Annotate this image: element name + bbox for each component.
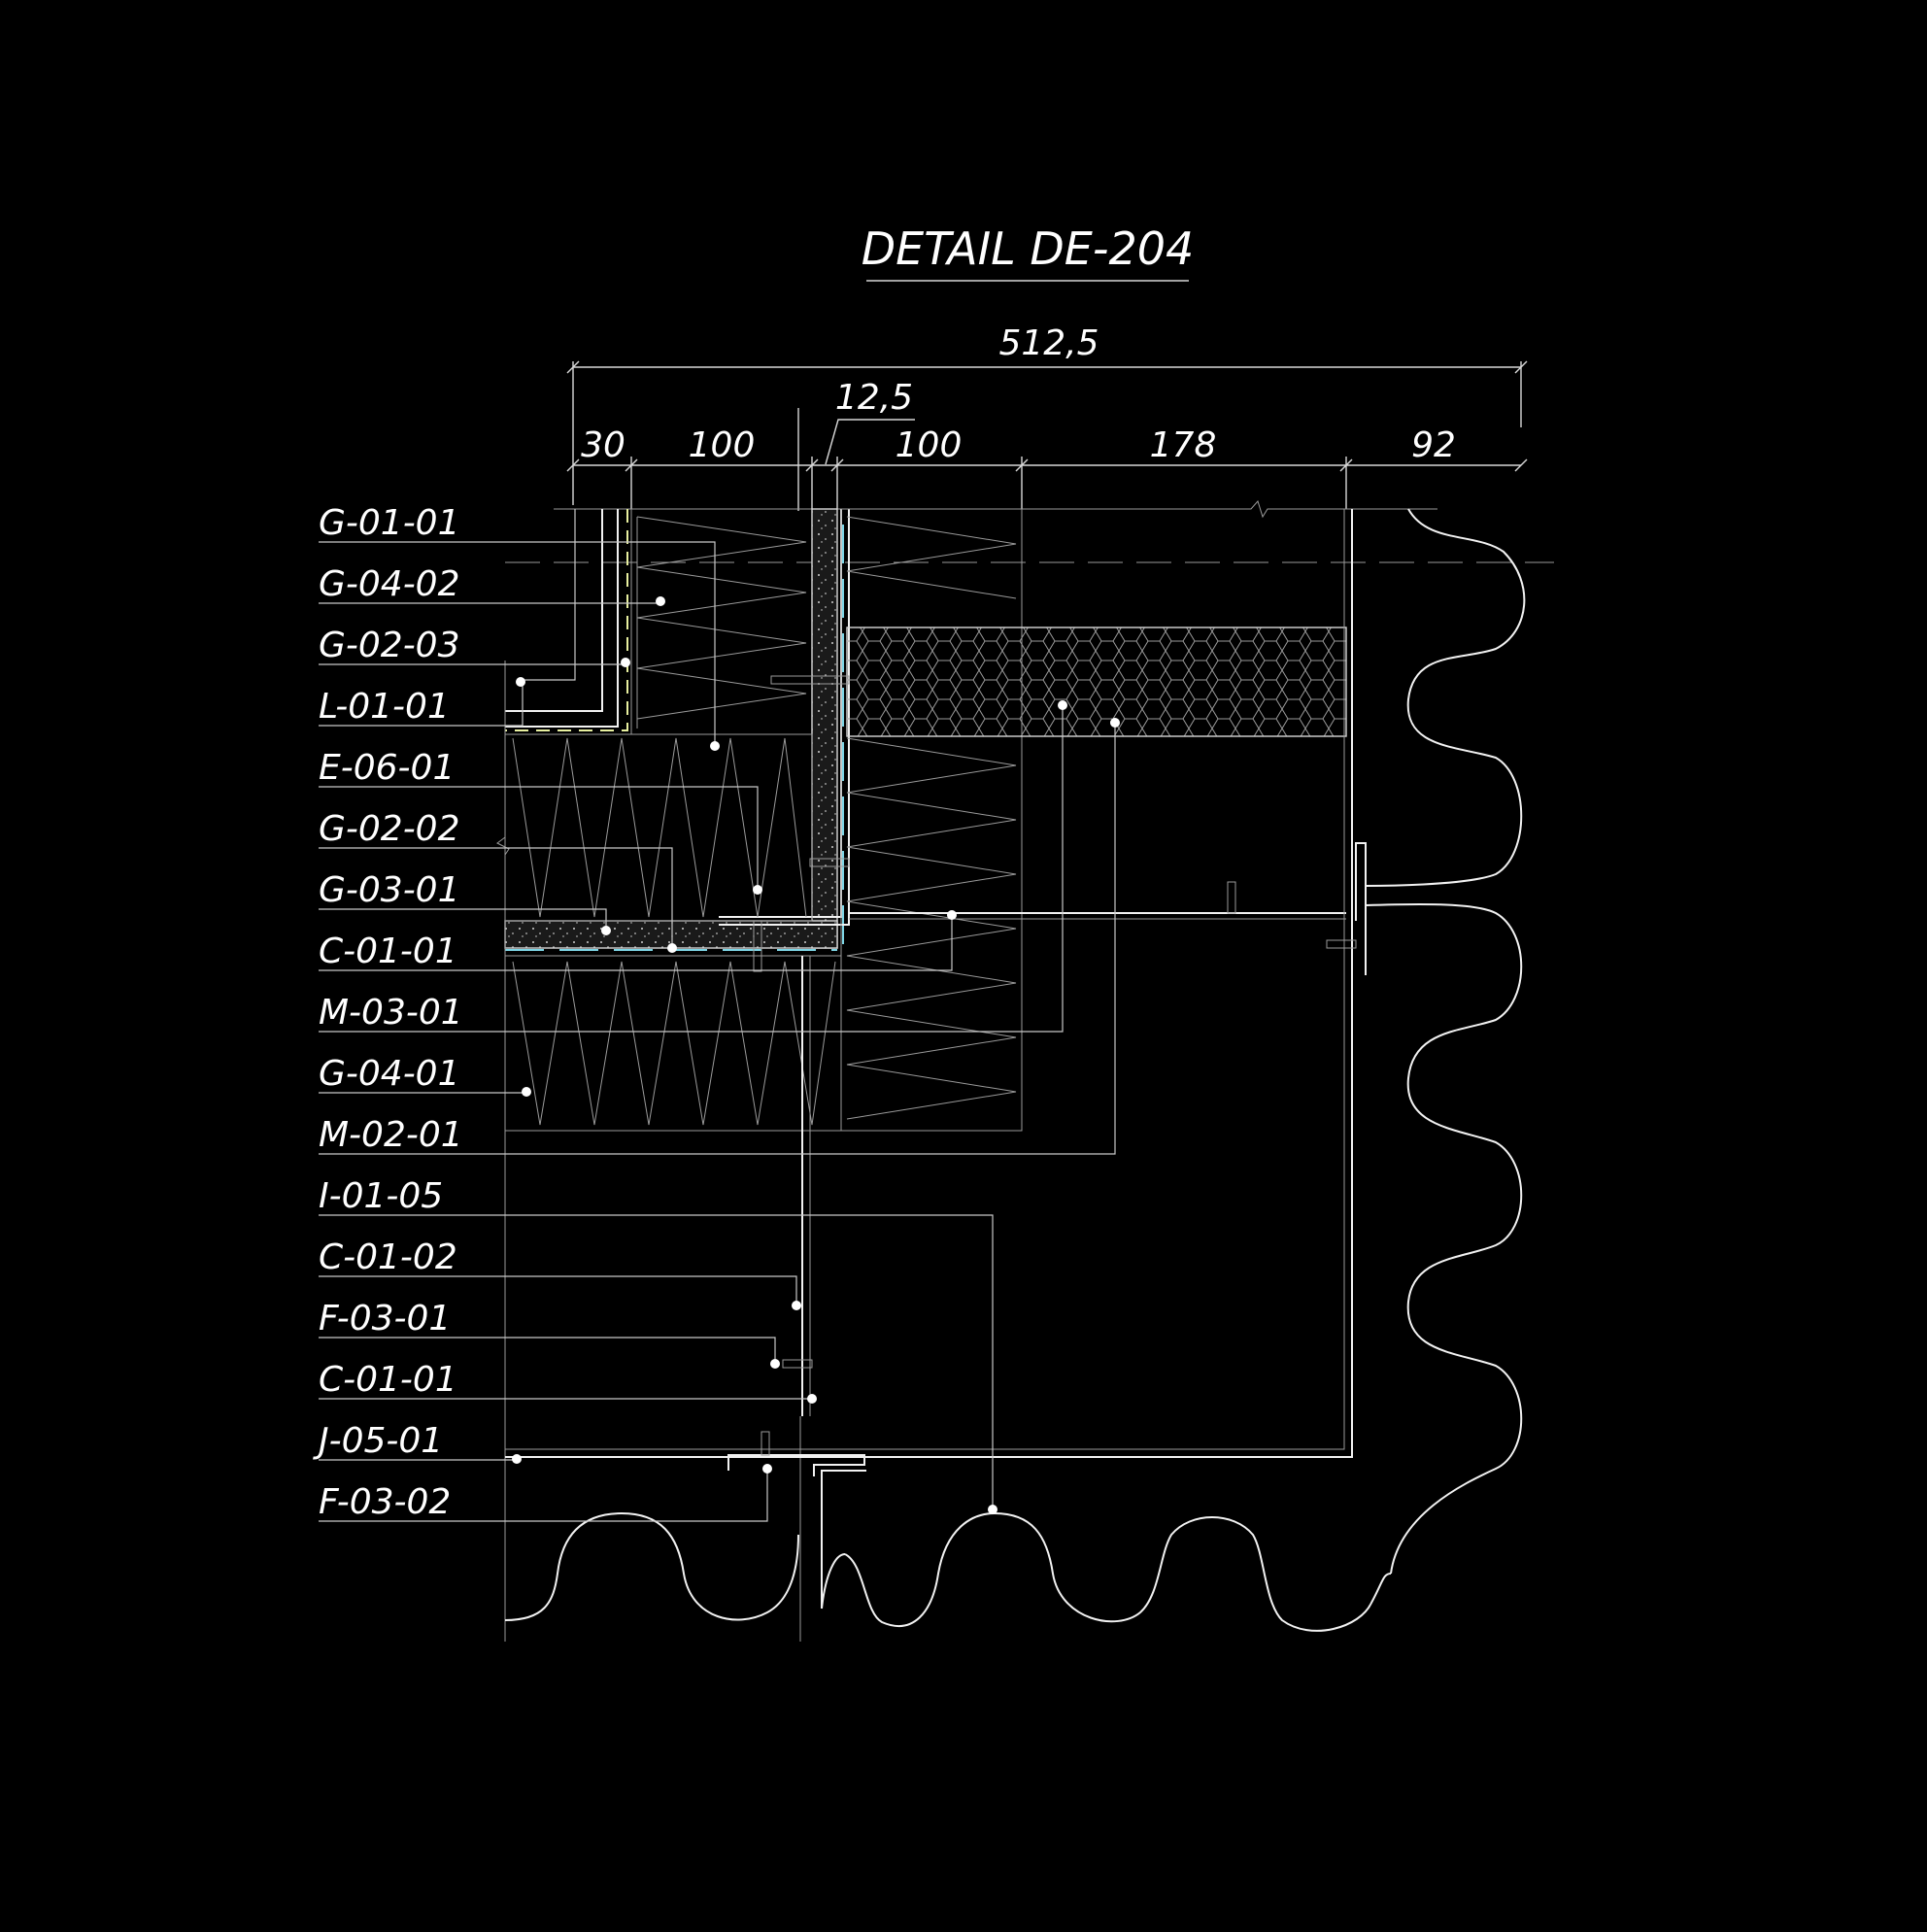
detail-title: DETAIL DE-204 (862, 222, 1195, 275)
soffit-frame (505, 509, 1353, 1458)
label-m-02-01: M-02-01 (319, 1115, 463, 1155)
dimension-92: 92 (1411, 425, 1456, 465)
left-break-line (496, 661, 510, 1642)
wall-section (496, 499, 1554, 1642)
insulation-mid-left-hatch (512, 737, 807, 918)
title-block: DETAIL DE-204 (862, 222, 1195, 282)
corner-clip (727, 1454, 865, 1476)
tick (566, 360, 580, 374)
screw-fasteners (753, 675, 1357, 1456)
vapor-barrier (505, 509, 628, 731)
label-g-01-01: G-01-01 (319, 503, 460, 543)
dimension-12-5-leader (825, 419, 915, 465)
insulation-upper-left (630, 508, 813, 735)
label-c-01-02: C-01-02 (319, 1237, 457, 1277)
label-g-02-02: G-02-02 (319, 809, 460, 849)
dimension-100-right: 100 (896, 425, 963, 465)
lining-inner (505, 509, 619, 728)
label-e-06-01: E-06-01 (319, 748, 455, 788)
callout-labels: G-01-01 G-04-02 G-02-03 L-01-01 E-06-01 … (313, 503, 1120, 1522)
corrugated-cladding-right (1365, 508, 1526, 1575)
dimension-chain: 512,5 30 100 12,5 100 178 92 (566, 323, 1528, 511)
label-i-01-05: I-01-05 (319, 1176, 443, 1216)
label-l-01-01: L-01-01 (319, 687, 450, 727)
concrete-column (811, 508, 838, 949)
label-f-03-02: F-03-02 (319, 1482, 451, 1522)
insulation-mid-left (504, 733, 813, 922)
insulation-right (840, 508, 1023, 1132)
dimension-178: 178 (1150, 425, 1217, 465)
dimension-30: 30 (581, 425, 625, 465)
tick (1514, 360, 1528, 374)
leader-dots (512, 596, 1120, 1514)
dimension-100-left: 100 (689, 425, 756, 465)
top-break-line (554, 499, 1437, 519)
dimension-overall: 512,5 (998, 323, 1099, 363)
label-c-01-01: C-01-01 (319, 932, 457, 971)
insulation-upper-left-hatch (636, 516, 807, 729)
soffit-frame-inner (505, 509, 1345, 1450)
label-g-02-03: G-02-03 (319, 626, 460, 665)
right-clip (1355, 842, 1367, 975)
dimension-12-5: 12,5 (835, 378, 913, 418)
label-g-04-01: G-04-01 (319, 1054, 460, 1094)
label-g-03-01: G-03-01 (319, 870, 460, 910)
lining-outer (505, 509, 603, 712)
label-m-03-01: M-03-01 (319, 993, 463, 1033)
insulation-lower-left-hatch (512, 961, 836, 1126)
insulation-right-hatch (846, 516, 1017, 1120)
label-j-05-01: J-05-01 (313, 1421, 443, 1461)
label-f-03-01: F-03-01 (319, 1299, 451, 1339)
honeycomb-panel (846, 627, 1347, 737)
label-g-04-02: G-04-02 (319, 564, 460, 604)
corrugated-cladding-bottom (504, 1511, 1392, 1632)
label-c-01-01-b: C-01-01 (319, 1360, 457, 1400)
clip-return (821, 1470, 866, 1609)
